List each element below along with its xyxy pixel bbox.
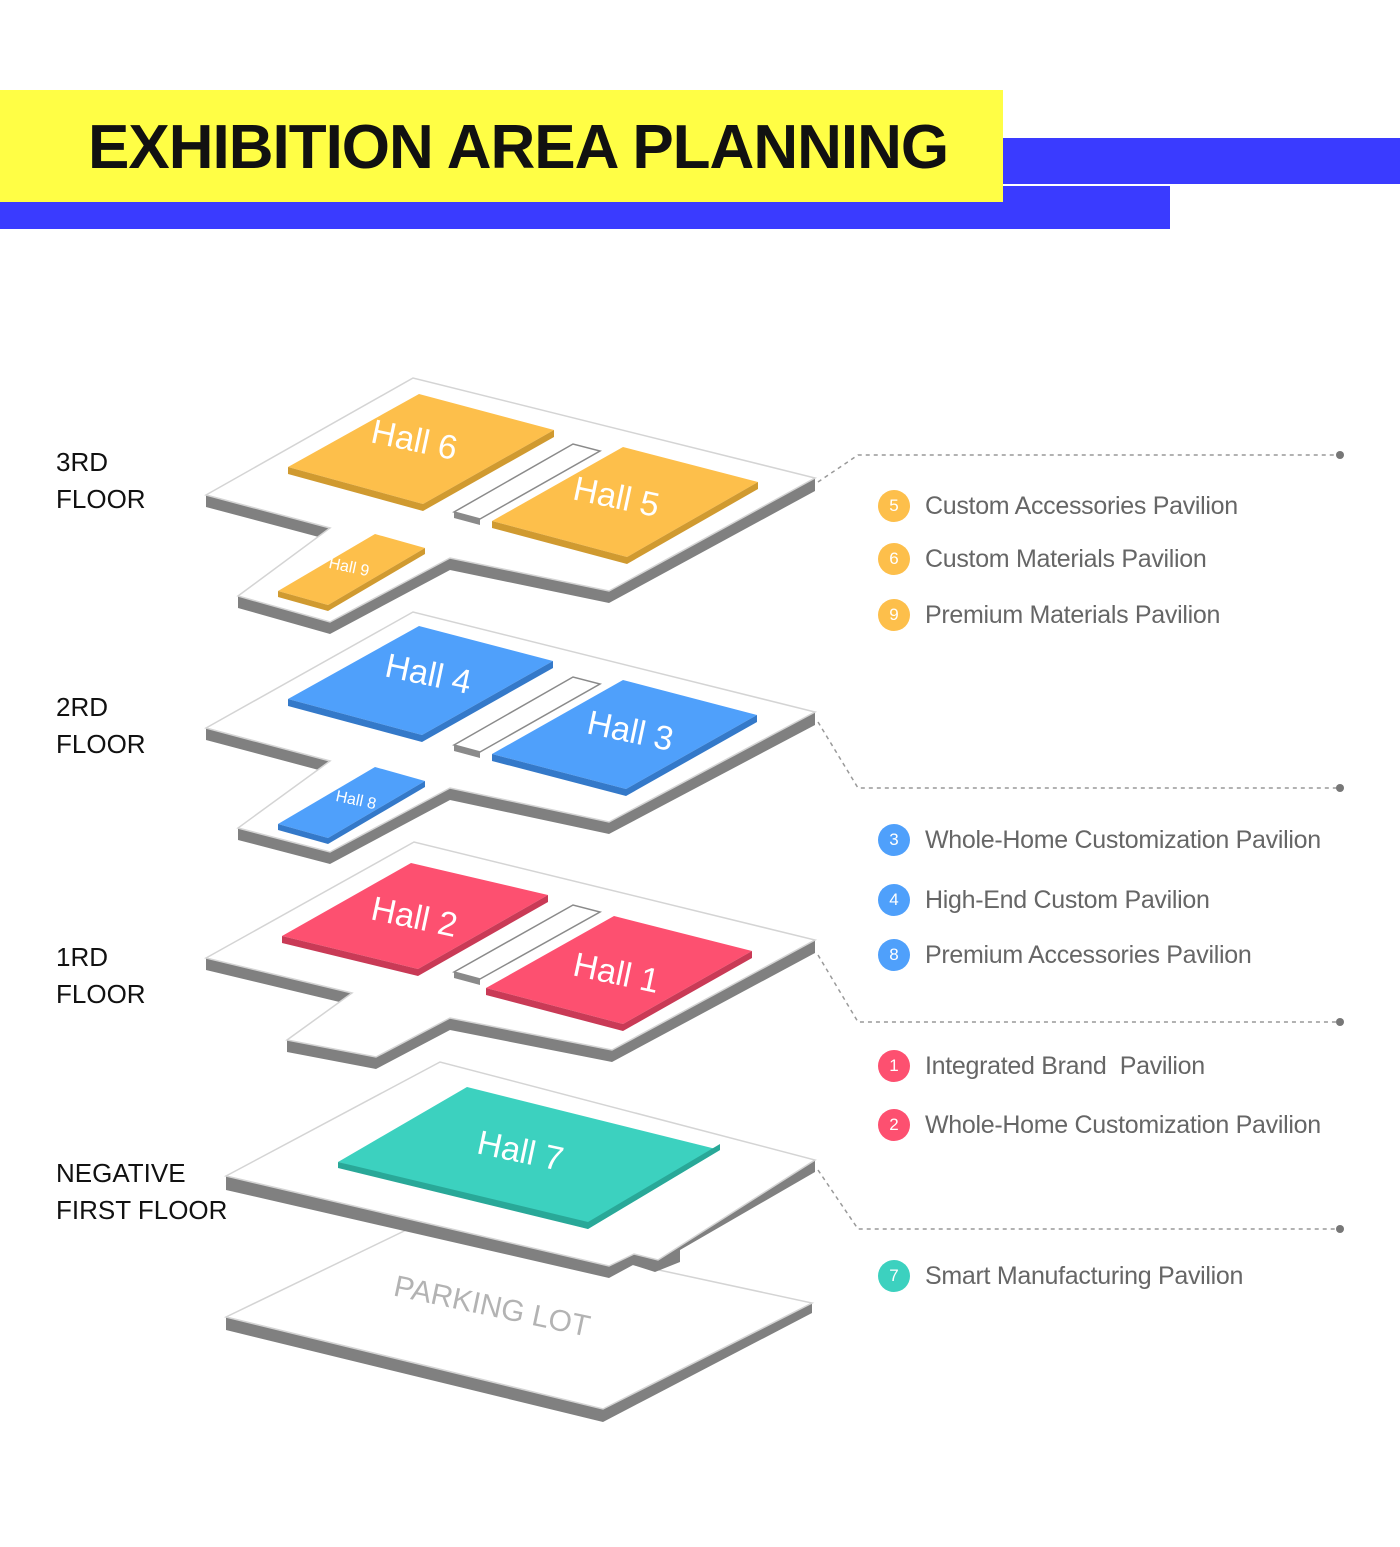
second-floor-slab: Hall 4 Hall 3 Hall 8 — [204, 611, 818, 864]
legend-text-hall-4: High-End Custom Pavilion — [925, 885, 1210, 914]
legend-text-hall-2: Whole-Home Customization Pavilion — [925, 1110, 1321, 1139]
hall-2-block — [282, 863, 548, 969]
leader-line-second — [817, 721, 1338, 789]
legend-item-hall-4: 4 High-End Custom Pavilion — [878, 883, 1210, 917]
legend-text-hall-3: Whole-Home Customization Pavilion — [925, 825, 1321, 854]
legend-item-hall-1: 1 Integrated Brand Pavilion — [878, 1049, 1205, 1083]
leader-dot-negative — [1336, 1225, 1344, 1233]
leader-lines — [817, 454, 1338, 1230]
legend-item-hall-9: 9 Premium Materials Pavilion — [878, 598, 1220, 632]
leader-dot-first — [1336, 1018, 1344, 1026]
legend-text-hall-6: Custom Materials Pavilion — [925, 544, 1207, 573]
hall-6-block — [288, 394, 554, 504]
legend-badge-3: 3 — [878, 824, 910, 856]
floor-label-negative: NEGATIVE FIRST FLOOR — [56, 1155, 227, 1229]
legend-item-hall-3: 3 Whole-Home Customization Pavilion — [878, 823, 1321, 857]
hall-1-block — [486, 916, 752, 1024]
parking-lot-slab: PARKING LOT — [223, 1219, 815, 1422]
floor-label-first-line1: 1RD — [56, 942, 109, 972]
legend-item-hall-5: 5 Custom Accessories Pavilion — [878, 489, 1238, 523]
floor-label-negative-line1: NEGATIVE — [56, 1158, 186, 1188]
legend-item-hall-8: 8 Premium Accessories Pavilion — [878, 938, 1252, 972]
negative-floor-slab: Hall 7 — [223, 1061, 817, 1278]
floor-label-third-line2: FLOOR — [56, 484, 146, 514]
leader-line-negative — [817, 1169, 1338, 1230]
legend-badge-6: 6 — [878, 543, 910, 575]
floor-label-second: 2RD FLOOR — [56, 689, 146, 763]
legend-badge-8: 8 — [878, 939, 910, 971]
floor-label-negative-line2: FIRST FLOOR — [56, 1195, 228, 1225]
legend-badge-5: 5 — [878, 490, 910, 522]
legend-text-hall-9: Premium Materials Pavilion — [925, 600, 1221, 629]
legend-badge-2: 2 — [878, 1109, 910, 1141]
hall-5-block — [492, 447, 758, 557]
page-title: EXHIBITION AREA PLANNING — [88, 113, 949, 182]
hall-9-block — [278, 534, 425, 605]
floor-label-second-line2: FLOOR — [56, 729, 146, 759]
floor-label-second-line1: 2RD — [56, 692, 109, 722]
floor-label-third: 3RD FLOOR — [56, 444, 146, 518]
third-floor-slab: Hall 6 Hall 5 Hall 9 — [204, 377, 818, 634]
leader-dot-third — [1336, 451, 1344, 459]
floor-label-first: 1RD FLOOR — [56, 939, 146, 1013]
legend-badge-9: 9 — [878, 599, 910, 631]
banner-yellow-block — [0, 90, 1003, 202]
hall-3-block — [492, 680, 757, 789]
hall-8-block — [278, 767, 425, 838]
legend-text-hall-1: Integrated Brand Pavilion — [925, 1051, 1205, 1080]
banner-blue-stripe-top — [1000, 138, 1400, 184]
legend-text-hall-8: Premium Accessories Pavilion — [925, 940, 1252, 969]
first-floor-slab: Hall 2 Hall 1 — [203, 841, 818, 1069]
legend-badge-4: 4 — [878, 884, 910, 916]
legend-badge-1: 1 — [878, 1050, 910, 1082]
legend-text-hall-5: Custom Accessories Pavilion — [925, 491, 1238, 520]
hall-7-block — [338, 1087, 720, 1229]
leader-line-first — [817, 954, 1338, 1023]
hall-4-block — [288, 626, 553, 735]
floor-label-third-line1: 3RD — [56, 447, 109, 477]
legend-item-hall-2: 2 Whole-Home Customization Pavilion — [878, 1108, 1321, 1142]
legend-text-hall-7: Smart Manufacturing Pavilion — [925, 1261, 1244, 1290]
legend-item-hall-7: 7 Smart Manufacturing Pavilion — [878, 1259, 1243, 1293]
legend-badge-7: 7 — [878, 1260, 910, 1292]
leader-line-third — [817, 454, 1338, 483]
legend-item-hall-6: 6 Custom Materials Pavilion — [878, 542, 1207, 576]
floor-label-first-line2: FLOOR — [56, 979, 146, 1009]
leader-dot-second — [1336, 784, 1344, 792]
